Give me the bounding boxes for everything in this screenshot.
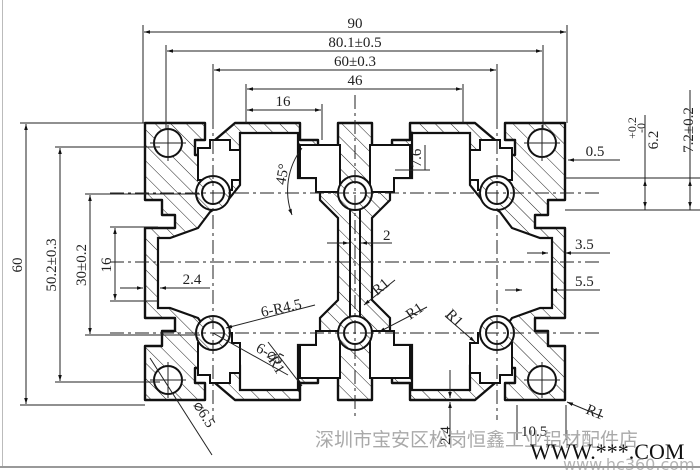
dim-overall-height: 60 — [10, 258, 26, 273]
dim-slot-width-outer: 7.2±0.2 — [681, 107, 697, 153]
center-lines — [110, 90, 600, 420]
dim-inner-span: 46 — [348, 73, 364, 89]
dim-slot-depth-right: 5.5 — [575, 274, 594, 290]
dim-overall-width: 90 — [348, 16, 363, 32]
watermark-site-faint: www.hc360.com — [563, 455, 695, 471]
label-fillet-4: R1 — [265, 354, 288, 377]
frame-left-edge — [2, 0, 3, 466]
watermark-site: WWW.***.COM — [530, 439, 684, 464]
right-dimensions: 6.2 +0.2 -0 7.2±0.2 0.5 3.5 5.5 — [505, 90, 700, 292]
dim-slot-width-tol-upper: +0.2 — [625, 117, 639, 139]
dim-web-thickness: 2 — [383, 228, 391, 244]
dim-slot-width-tol-lower: -0 — [634, 123, 648, 133]
dim-side-slot-opening: 16 — [99, 257, 115, 273]
dim-inner-height: 30±0.2 — [74, 244, 90, 286]
label-fillet-5: R1 — [584, 402, 606, 423]
dim-slot-center-height: 50.2±0.3 — [44, 238, 60, 291]
dim-slot-center-width: 80.1±0.5 — [328, 35, 381, 51]
dim-bottom-slot: 10.5 — [521, 424, 547, 440]
dim-wall-left: 2.4 — [183, 272, 202, 288]
top-dimensions: 90 80.1±0.5 60±0.3 46 16 — [142, 16, 568, 140]
dim-wall-right: 3.5 — [575, 237, 594, 253]
dim-slot-width: 6.2 — [646, 131, 662, 150]
dim-bottom-wall: 2.4 — [438, 426, 454, 445]
watermark-shop-name: 深圳市宝安区松岗恒鑫工业铝材配件店 — [315, 429, 638, 451]
dim-lip-offset: 0.5 — [586, 144, 605, 160]
dim-angle: 45° — [273, 163, 292, 186]
left-dimensions: 60 50.2±0.3 30±0.2 16 2.4 — [10, 122, 210, 406]
dim-inner-width: 60±0.3 — [334, 54, 376, 70]
frame-bottom-edge — [0, 466, 700, 468]
slot-bottom-center-left — [299, 330, 341, 379]
dim-slot-opening: 16 — [276, 94, 292, 110]
dim-slot-inner-depth: 7.6 — [409, 148, 425, 167]
